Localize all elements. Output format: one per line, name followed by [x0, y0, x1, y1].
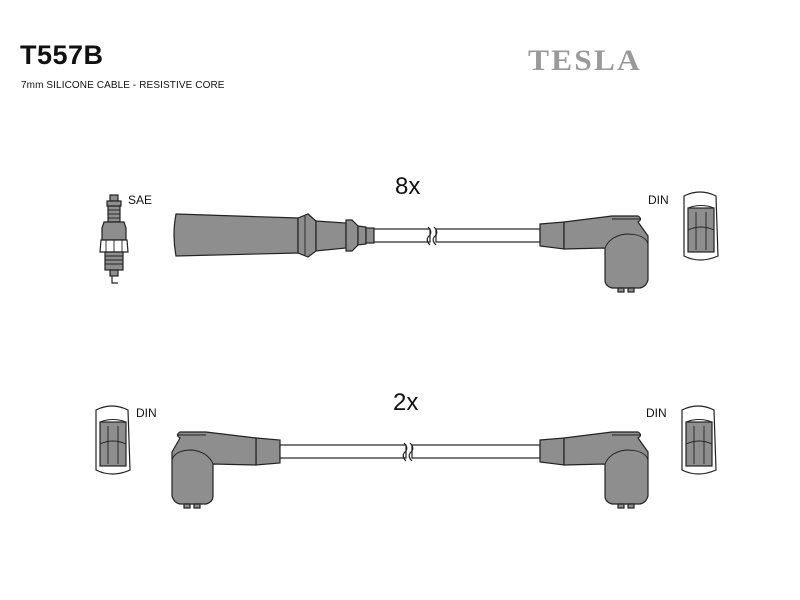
- din-terminal-icon: [683, 191, 719, 261]
- din-terminal-icon: [681, 405, 717, 475]
- top-right-terminal-label: DIN: [648, 193, 669, 207]
- spark-plug-icon: [99, 194, 129, 284]
- din-terminal-icon: [95, 405, 131, 475]
- cable-description: 7mm SILICONE CABLE - RESISTIVE CORE: [21, 80, 225, 91]
- bottom-set-quantity: 2x: [393, 389, 419, 416]
- top-straight-boot: [173, 213, 375, 258]
- bottom-left-terminal-label: DIN: [136, 406, 157, 420]
- bottom-cable: [279, 442, 541, 462]
- top-set-quantity: 8x: [395, 173, 421, 200]
- top-left-terminal-label: SAE: [128, 193, 153, 207]
- top-angled-boot: [539, 215, 649, 293]
- bottom-right-angled-boot: [539, 431, 649, 509]
- bottom-left-angled-boot: [171, 431, 281, 509]
- brand-logo: TESLA: [528, 44, 642, 77]
- top-cable: [373, 226, 541, 246]
- bottom-right-terminal-label: DIN: [646, 406, 667, 420]
- part-number: T557B: [20, 40, 104, 70]
